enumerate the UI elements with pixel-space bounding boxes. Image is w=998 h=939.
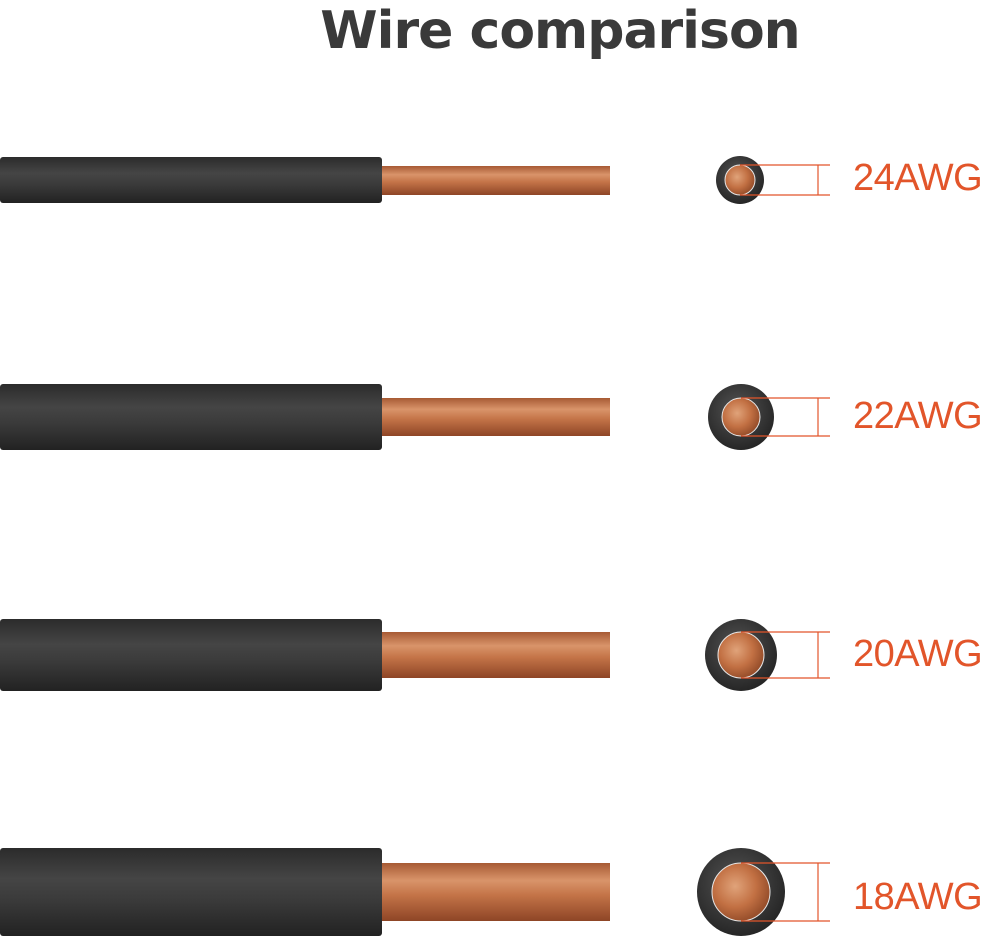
wire-illustration	[0, 384, 830, 450]
wire-insulation	[0, 848, 382, 936]
wire-row-24awg: 24AWG	[0, 130, 998, 240]
cross-section-copper	[717, 631, 765, 679]
wire-insulation	[0, 157, 382, 203]
page-title: Wire comparison	[320, 1, 800, 61]
gauge-label: 22AWG	[853, 395, 983, 437]
cross-section-copper	[721, 397, 761, 437]
wire-illustration	[0, 156, 830, 204]
wire-row-22awg: 22AWG	[0, 367, 998, 477]
wire-illustration	[0, 848, 830, 936]
wire-row-20awg: 20AWG	[0, 605, 998, 715]
wire-illustration	[0, 619, 830, 691]
gauge-label: 24AWG	[853, 157, 983, 199]
gauge-label: 18AWG	[853, 876, 983, 918]
cross-section-copper	[711, 862, 771, 922]
wire-insulation	[0, 384, 382, 450]
wire-copper-conductor	[382, 166, 610, 195]
cross-section-copper	[724, 164, 756, 196]
wire-copper-conductor	[382, 863, 610, 921]
wire-copper-conductor	[382, 398, 610, 436]
wire-row-18awg: 18AWG	[0, 842, 998, 939]
wire-insulation	[0, 619, 382, 691]
wire-copper-conductor	[382, 632, 610, 678]
gauge-label: 20AWG	[853, 633, 983, 675]
